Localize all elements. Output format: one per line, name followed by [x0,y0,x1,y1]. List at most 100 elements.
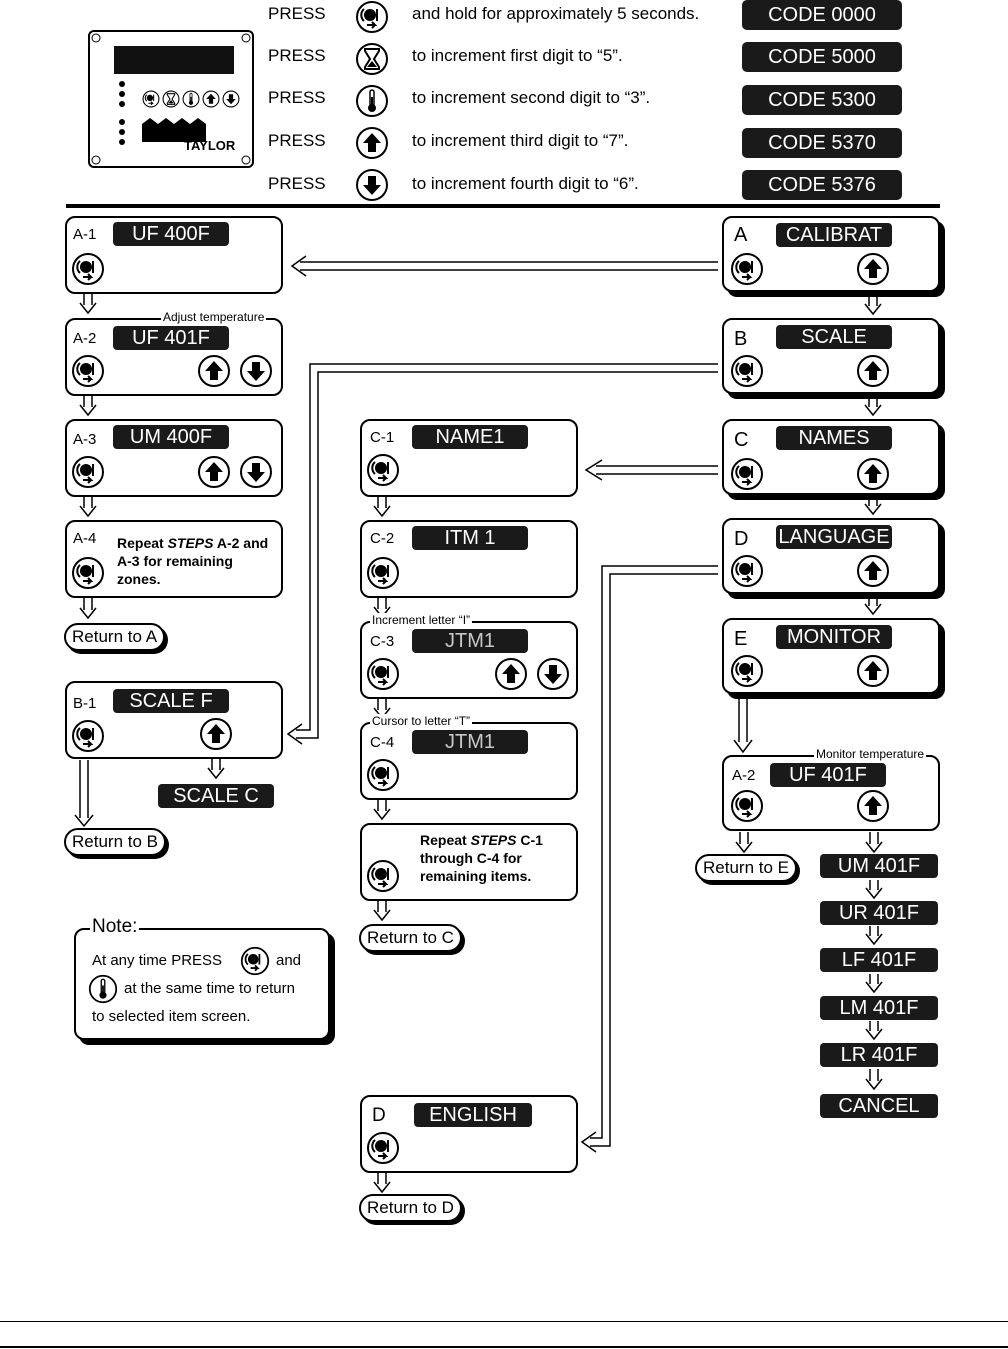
up-arrow-icon [856,554,890,588]
menu-icon [366,1131,400,1165]
screen-a2: Adjust temperature A-2 UF 401F [65,310,283,396]
step-1-press: PRESS [268,4,326,23]
up-arrow-icon [856,354,890,388]
monitor-seq-1: UM 401F [820,854,938,878]
screen-a3: A-3 UM 400F [65,419,283,497]
menu-icon [366,556,400,590]
step-id: C-2 [370,530,395,547]
step-3-text: to increment second digit to “3”. [412,88,651,107]
return-to-e[interactable]: Return to E [695,854,797,882]
up-arrow-icon [199,717,233,751]
menu-screen-d: D LANGUAGE [722,518,940,594]
step-id: C-4 [370,734,395,751]
footer-rule-bottom [0,1346,1008,1348]
menu-id: B [734,328,748,350]
up-arrow-icon [494,657,528,691]
step-id: A-1 [73,226,97,243]
code-display-3: CODE 5300 [742,85,902,115]
menu-icon [730,554,764,588]
down-arrow-a3 [79,496,97,518]
menu-display: NAMES [776,426,892,450]
down-arrow-c5 [373,900,391,922]
down-arrow-mon-5 [865,1021,883,1041]
screen-c-repeat: Repeat STEPS C-1 through C-4 for remaini… [360,823,578,901]
display-value: JTM1 [412,730,528,754]
down-arrow-menu-b [864,395,882,417]
up-arrow-icon [856,654,890,688]
down-arrow-b1-up [207,758,225,780]
menu-icon [730,354,764,388]
code-display-5: CODE 5376 [742,170,902,200]
display-value: UM 400F [113,425,229,449]
menu-icon [730,789,764,823]
display-value: UF 400F [113,222,229,246]
down-arrow-menu-a [864,294,882,316]
monitor-seq-4: LM 401F [820,996,938,1020]
step-label: Increment letter “I” [370,613,473,627]
screen-c1: C-1 NAME1 [360,419,578,497]
screen-c3: Increment letter “I” C-3 JTM1 [360,613,578,699]
note-title: Note: [90,916,140,938]
screen-monitor-a2: Monitor temperature A-2 UF 401F [722,747,940,831]
display-value: ITM 1 [412,526,528,550]
down-arrow-a4 [79,598,97,620]
monitor-seq-6: CANCEL [820,1094,938,1118]
monitor-seq-3: LF 401F [820,948,938,972]
menu-icon [71,455,105,489]
step-id: A-3 [73,431,97,448]
menu-screen-b: B SCALE [722,318,940,394]
step-5-press: PRESS [268,174,326,193]
menu-display: LANGUAGE [776,525,892,549]
return-to-c[interactable]: Return to C [359,924,462,952]
down-arrow-icon [239,354,273,388]
menu-icon [71,556,105,590]
step-id: A-2 [73,330,97,347]
menu-screen-a: A CALIBRAT [722,216,940,292]
down-arrow-mon-3 [865,926,883,946]
menu-id: D [734,528,749,550]
screen-a4: A-4 Repeat STEPS A-2 and A-3 for remaini… [65,520,283,598]
step-id: D [372,1105,386,1126]
note-line-3: to selected item screen. [92,1008,251,1025]
down-arrow-c4 [373,799,391,821]
up-arrow-icon [856,789,890,823]
scale-c-display: SCALE C [158,784,274,808]
menu-icon [71,252,105,286]
monitor-seq-5: LR 401F [820,1043,938,1067]
return-to-a[interactable]: Return to A [64,623,166,651]
menu-icon [366,758,400,792]
down-arrow-icon [536,657,570,691]
step-label: Monitor temperature [814,747,927,761]
menu-icon [71,354,105,388]
menu-icon [730,654,764,688]
return-to-b[interactable]: Return to B [64,828,166,856]
repeat-instruction: Repeat STEPS A-2 and A-3 for remaining z… [117,535,269,587]
step-label: Adjust temperature [161,310,267,324]
code-display-1: CODE 0000 [742,0,902,30]
step-5-text: to increment fourth digit to “6”. [412,174,639,193]
down-arrow-mon-4 [865,974,883,994]
menu-icon [240,946,270,976]
step-id: B-1 [73,695,97,712]
menu-id: E [734,628,748,650]
display-value: UF 401F [770,763,886,787]
menu-display: SCALE [776,325,892,349]
controller-brand: TAYLOR [184,138,236,153]
code-display-4: CODE 5370 [742,128,902,158]
monitor-seq-2: UR 401F [820,901,938,925]
down-arrow-icon [239,455,273,489]
controller-illustration: TAYLOR [88,30,254,168]
repeat-instruction: Repeat STEPS C-1 through C-4 for remaini… [420,832,543,884]
down-arrow-mon-ret [735,832,753,854]
display-value: ENGLISH [414,1103,532,1127]
menu-icon [366,859,400,893]
menu-icon [71,719,105,753]
screen-c4: Cursor to letter “T” C-4 JTM1 [360,714,578,800]
step-id: C-3 [370,633,395,650]
down-arrow-a2 [79,395,97,417]
menu-screen-c: C NAMES [722,419,940,495]
return-to-d[interactable]: Return to D [359,1194,462,1222]
code-display-2: CODE 5000 [742,42,902,72]
menu-id: A [734,224,748,246]
step-id: A-2 [732,767,756,784]
